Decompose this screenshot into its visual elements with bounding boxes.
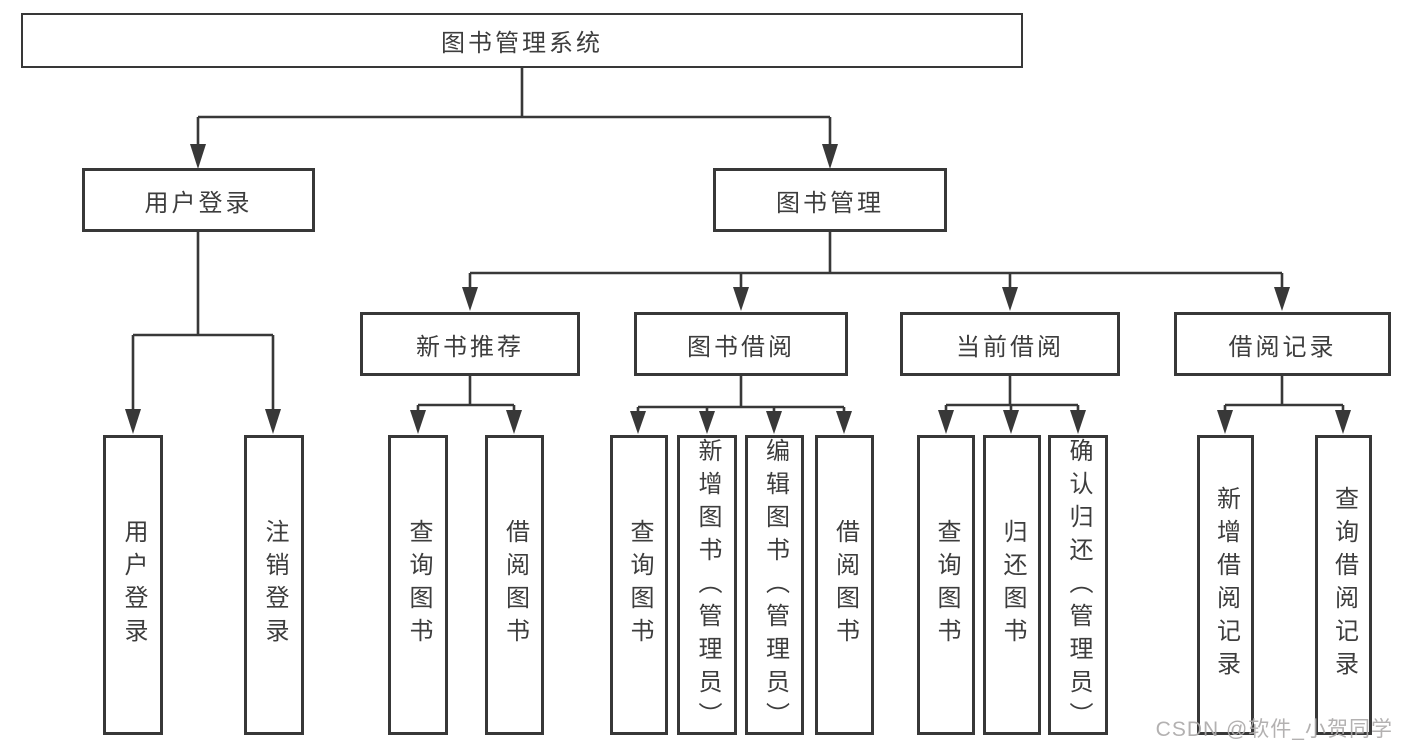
leaf-confirm-return-admin: 确认归还（管理员）: [1048, 435, 1108, 735]
node-new-book-recommendation: 新书推荐: [360, 312, 580, 376]
leaf-query-books-borrow: 查询图书: [610, 435, 668, 735]
node-book-management: 图书管理: [713, 168, 947, 232]
node-user-login: 用户登录: [82, 168, 315, 232]
csdn-watermark: CSDN @软件_小贺同学: [1155, 718, 1393, 741]
leaf-add-borrow-record: 新增借阅记录: [1197, 435, 1254, 735]
leaf-logout: 注销登录: [244, 435, 304, 735]
leaf-query-borrow-record: 查询借阅记录: [1315, 435, 1372, 735]
node-current-borrowing: 当前借阅: [900, 312, 1120, 376]
node-borrowing-records: 借阅记录: [1174, 312, 1391, 376]
node-book-borrowing: 图书借阅: [634, 312, 848, 376]
root-node-library-system: 图书管理系统: [21, 13, 1023, 68]
leaf-edit-books-admin: 编辑图书（管理员）: [745, 435, 804, 735]
leaf-return-books: 归还图书: [983, 435, 1041, 735]
leaf-query-books-current: 查询图书: [917, 435, 975, 735]
leaf-user-login: 用户登录: [103, 435, 163, 735]
leaf-borrow-books-recommend: 借阅图书: [485, 435, 544, 735]
leaf-borrow-books: 借阅图书: [815, 435, 874, 735]
leaf-query-books-recommend: 查询图书: [388, 435, 448, 735]
leaf-add-books-admin: 新增图书（管理员）: [677, 435, 737, 735]
